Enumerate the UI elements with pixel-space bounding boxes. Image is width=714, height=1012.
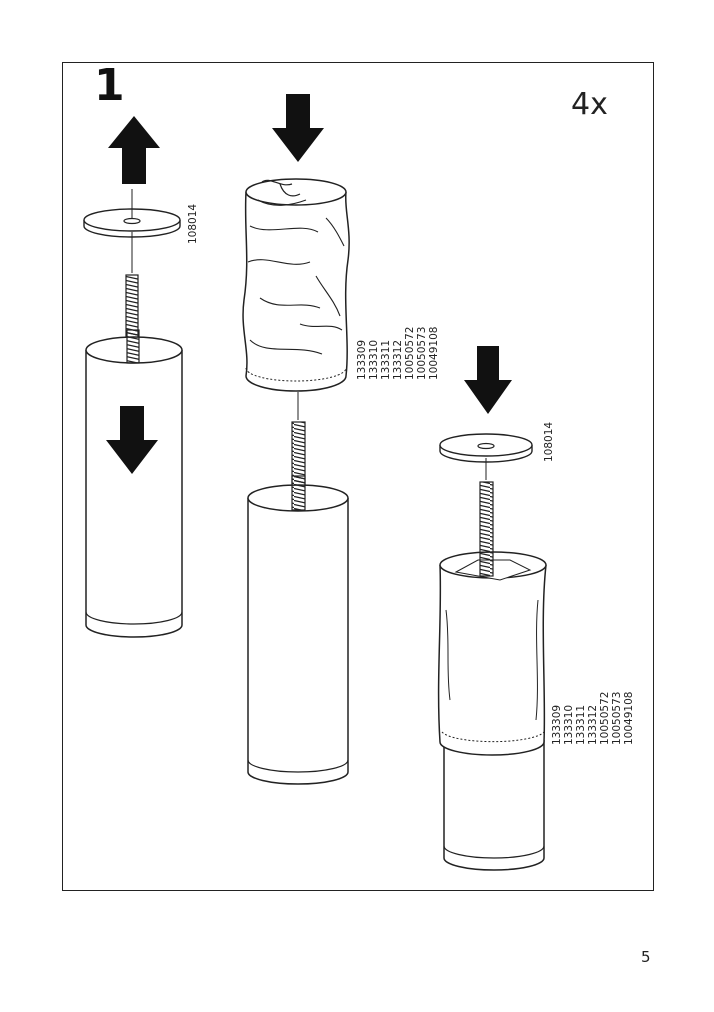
washer-right-part-number: 108014 bbox=[543, 422, 555, 462]
bolt-right bbox=[479, 481, 494, 577]
fabric-cover-right bbox=[437, 551, 547, 756]
illustration-frame bbox=[62, 62, 654, 891]
washer-right bbox=[439, 433, 533, 480]
washer-left-part-number: 108014 bbox=[187, 204, 199, 244]
cover-right-part-numbers: 133309 133310 133311 133312 10050572 100… bbox=[551, 692, 635, 745]
cover-middle-part-number: 10050572 bbox=[404, 327, 416, 380]
quantity-label: 4x bbox=[571, 87, 608, 122]
fabric-cover-middle bbox=[242, 178, 350, 392]
cover-right-part-number: 133309 bbox=[551, 705, 563, 745]
down-arrow-icon bbox=[106, 406, 158, 474]
cover-middle-part-number: 133310 bbox=[368, 340, 380, 380]
washer-left bbox=[83, 189, 181, 273]
leg-right bbox=[443, 740, 545, 871]
cover-right-part-number: 133311 bbox=[575, 705, 587, 745]
down-arrow-icon bbox=[272, 94, 324, 162]
cover-right-part-number: 10050573 bbox=[611, 692, 623, 745]
cover-middle-part-number: 10050573 bbox=[416, 327, 428, 380]
cover-right-part-number: 10049108 bbox=[623, 692, 635, 745]
step-number: 1 bbox=[94, 60, 125, 111]
leg-middle bbox=[247, 475, 349, 785]
cover-right-part-number: 10050572 bbox=[599, 692, 611, 745]
cover-middle-part-number: 10049108 bbox=[428, 327, 440, 380]
up-arrow-icon bbox=[108, 116, 160, 184]
leg-left bbox=[85, 329, 183, 638]
cover-right-part-number: 133310 bbox=[563, 705, 575, 745]
cover-middle-part-number: 133309 bbox=[356, 340, 368, 380]
cover-right-part-number: 133312 bbox=[587, 705, 599, 745]
cover-middle-part-number: 133311 bbox=[380, 340, 392, 380]
cover-middle-part-number: 133312 bbox=[392, 340, 404, 380]
down-arrow-icon bbox=[464, 346, 512, 414]
page-number: 5 bbox=[641, 948, 651, 966]
cover-middle-part-numbers: 133309 133310 133311 133312 10050572 100… bbox=[356, 327, 440, 380]
